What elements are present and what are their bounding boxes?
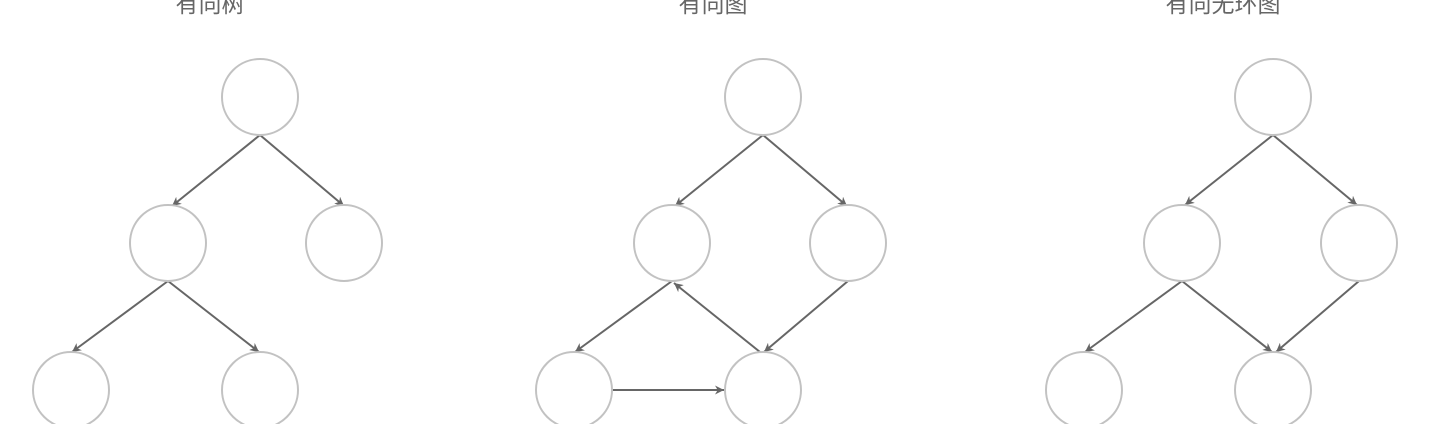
node-graph-bottom-right xyxy=(724,351,802,424)
node-tree-bottom-right xyxy=(221,351,299,424)
node-tree-root xyxy=(221,58,299,136)
node-graph-mid-right xyxy=(809,204,887,282)
edge-tree-left-to-bottom-left xyxy=(71,280,169,353)
node-tree-bottom-left xyxy=(32,351,110,424)
edge-graph-root-to-left xyxy=(674,134,764,207)
edge-dag-root-to-right xyxy=(1272,134,1358,206)
node-tree-mid-left xyxy=(129,204,207,282)
edge-graph-root-to-right xyxy=(762,134,848,207)
node-graph-bottom-left xyxy=(535,351,613,424)
node-graph-mid-left xyxy=(633,204,711,282)
node-dag-mid-right xyxy=(1320,204,1398,282)
node-dag-bottom-left xyxy=(1045,351,1123,424)
edge-graph-right-to-bottom-right xyxy=(763,280,849,353)
node-dag-bottom-right xyxy=(1234,351,1312,424)
diagram-title-directed-tree: 有向树 xyxy=(175,0,245,18)
diagram-title-directed-acyclic-graph: 有向无环图 xyxy=(1165,0,1281,18)
edge-tree-root-to-left xyxy=(171,134,261,207)
node-tree-mid-right xyxy=(305,204,383,282)
node-graph-root xyxy=(724,58,802,136)
node-dag-mid-left xyxy=(1143,204,1221,282)
edge-dag-root-to-left xyxy=(1184,134,1274,206)
edge-dag-right-to-bottom-right xyxy=(1275,280,1360,353)
node-dag-root xyxy=(1234,58,1312,136)
edge-tree-left-to-bottom-right xyxy=(167,280,260,353)
directed-tree-diagram xyxy=(32,58,383,424)
edge-graph-left-to-bottom-left xyxy=(574,280,673,353)
diagram-title-directed-graph: 有向图 xyxy=(678,0,748,18)
directed-graph-diagram xyxy=(535,58,887,424)
edge-tree-root-to-right xyxy=(259,134,345,207)
edge-dag-left-to-bottom-left xyxy=(1084,280,1183,353)
edge-graph-bottom-right-to-left xyxy=(673,282,761,353)
directed-acyclic-graph-diagram xyxy=(1045,58,1398,424)
edge-dag-left-to-bottom-right xyxy=(1181,280,1273,353)
